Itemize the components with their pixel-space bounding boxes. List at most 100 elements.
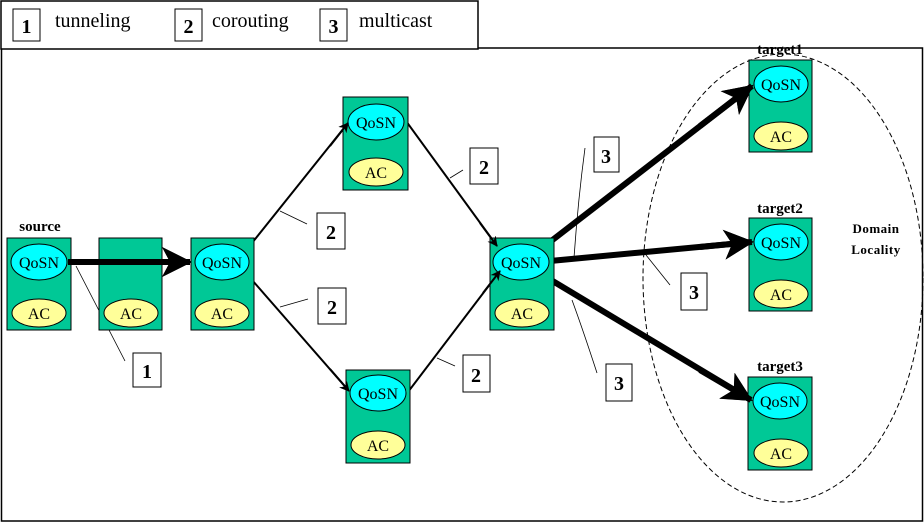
- callout-number: 2: [479, 157, 489, 179]
- callout-number: 3: [614, 373, 624, 395]
- split-qosn-label: QoSN: [202, 255, 242, 272]
- leader-multicast-upper: [573, 147, 586, 259]
- domain-label-line1: Domain: [852, 221, 899, 236]
- callout-multicast-lower: 3: [605, 363, 633, 402]
- node-target1[interactable]: target1 QoSN AC: [748, 42, 813, 153]
- legend-number-3: 3: [329, 16, 339, 38]
- lower-qosn-oval: [349, 374, 407, 412]
- arrow-tip-target2: [699, 229, 754, 260]
- node-merge[interactable]: QoSN AC: [489, 237, 555, 331]
- arrow-tip-target1: [698, 83, 754, 129]
- split-ac-label: AC: [211, 306, 233, 323]
- upper-ac-oval: [348, 157, 404, 187]
- target1-ac-oval: [753, 121, 809, 151]
- node-relay[interactable]: AC: [98, 237, 163, 331]
- legend-label-tunneling: tunneling: [55, 10, 131, 32]
- upper-ac-label: AC: [365, 165, 387, 182]
- leader-corout-lower-right: [436, 357, 456, 367]
- callout-corout-lower-right: 2: [462, 354, 491, 393]
- target1-label: target1: [757, 42, 803, 58]
- source-ac-label: AC: [28, 306, 50, 323]
- callout-box: [317, 287, 347, 325]
- callout-number: 3: [689, 282, 699, 304]
- source-ac-oval: [11, 298, 67, 328]
- target1-qosn-label: QoSN: [761, 77, 801, 94]
- arrow-tip-merge-top: [479, 222, 498, 247]
- domain-label-line2: Locality: [851, 242, 901, 257]
- legend-number-2: 2: [184, 16, 194, 38]
- target2-qosn-oval: [753, 223, 809, 261]
- leader-corout-upper-left: [279, 210, 308, 225]
- callout-number: 3: [601, 146, 611, 168]
- lower-ac-label: AC: [367, 438, 389, 455]
- callout-number: 2: [327, 297, 337, 319]
- leader-corout-upper-right: [449, 169, 464, 179]
- leader-multicast-lower: [571, 299, 598, 374]
- callout-number: 2: [326, 222, 336, 244]
- target3-ac-label: AC: [770, 446, 792, 463]
- legend: 1 tunneling 2 corouting 3 multicast: [0, 0, 479, 50]
- leader-multicast-middle: [645, 254, 671, 286]
- legend-label-corouting: corouting: [212, 10, 289, 32]
- target3-label: target3: [757, 359, 803, 375]
- target2-ac-oval: [753, 279, 809, 309]
- relay-ac-oval: [103, 298, 159, 328]
- relay-ac-label: AC: [120, 306, 142, 323]
- target3-ac-oval: [753, 438, 809, 468]
- legend-label-multicast: multicast: [359, 10, 433, 32]
- lower-qosn-label: QoSN: [358, 386, 398, 403]
- target3-qosn-oval: [752, 382, 808, 420]
- merge-qosn-oval: [492, 243, 550, 281]
- node-source[interactable]: source QoSN AC: [6, 219, 72, 331]
- callout-number: 1: [142, 361, 152, 383]
- node-target2[interactable]: target2 QoSN AC: [748, 201, 813, 312]
- callout-box: [316, 212, 346, 250]
- legend-number-box-2: [174, 8, 203, 42]
- upper-qosn-oval: [347, 103, 405, 141]
- callout-box: [132, 352, 162, 388]
- callout-tunnel: 1: [132, 352, 162, 388]
- legend-number-1: 1: [22, 16, 32, 38]
- callout-multicast-middle: 3: [680, 272, 708, 311]
- callout-corout-upper-left: 2: [316, 212, 346, 250]
- leader-corout-lower-left: [279, 298, 309, 308]
- node-split[interactable]: QoSN AC: [190, 237, 255, 331]
- node-upper[interactable]: QoSN AC: [342, 96, 409, 191]
- target1-qosn-oval: [753, 65, 809, 103]
- legend-number-box-3: [319, 8, 348, 42]
- arrow-tip-merge-bottom: [482, 270, 501, 294]
- source-qosn-label: QoSN: [19, 255, 59, 272]
- callout-box: [593, 136, 620, 173]
- target3-qosn-label: QoSN: [760, 394, 800, 411]
- target2-qosn-label: QoSN: [761, 235, 801, 252]
- source-label: source: [19, 219, 61, 235]
- target2-ac-label: AC: [770, 287, 792, 304]
- callout-box: [462, 354, 491, 393]
- callout-multicast-upper: 3: [593, 136, 620, 173]
- legend-number-box-1: [12, 8, 41, 42]
- domain-locality-boundary: [642, 53, 924, 503]
- lower-ac-oval: [350, 430, 406, 460]
- callout-box: [605, 363, 633, 402]
- legend-box: [0, 0, 479, 50]
- callout-leaders: [75, 147, 671, 374]
- arrow-tip-target3: [698, 367, 753, 403]
- split-qosn-oval: [194, 243, 250, 281]
- merge-ac-oval: [494, 298, 550, 328]
- arrow-tip-lower: [329, 368, 350, 392]
- callout-box: [469, 147, 499, 185]
- source-qosn-oval: [10, 243, 68, 281]
- callout-corout-upper-right: 2: [469, 147, 499, 185]
- split-ac-oval: [194, 298, 250, 328]
- node-target3[interactable]: target3 QoSN AC: [747, 359, 813, 471]
- callout-number: 2: [471, 365, 481, 387]
- arrow-tip-upper: [329, 122, 349, 147]
- target1-ac-label: AC: [770, 129, 792, 146]
- callout-box: [680, 272, 708, 311]
- target2-label: target2: [757, 201, 803, 217]
- upper-qosn-label: QoSN: [356, 115, 396, 132]
- node-lower[interactable]: QoSN AC: [345, 369, 411, 464]
- callout-corout-lower-left: 2: [317, 287, 347, 325]
- merge-qosn-label: QoSN: [501, 255, 541, 272]
